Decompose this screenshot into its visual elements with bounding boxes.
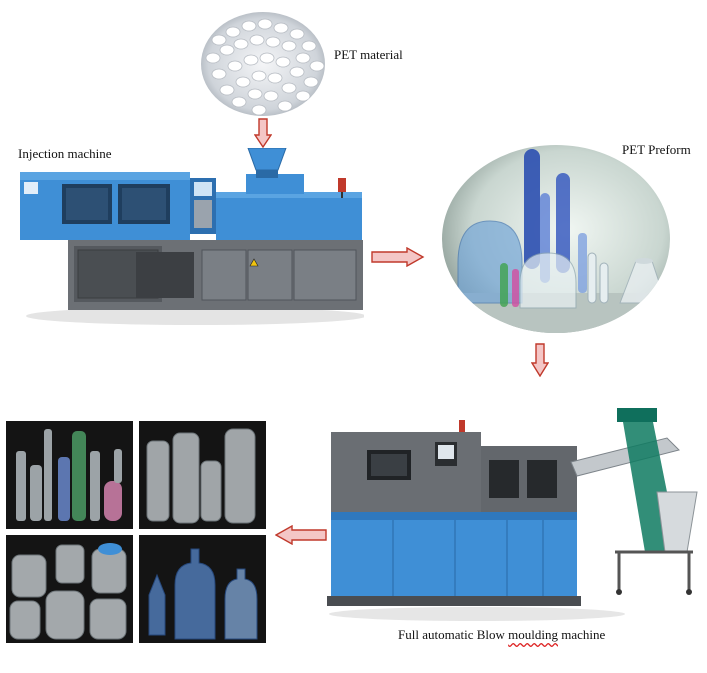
pet-preform-label: PET Preform [622, 142, 691, 157]
pet-material-image [199, 10, 327, 118]
bottles-photo-2 [139, 421, 266, 529]
bottles-photo-4 [139, 535, 266, 643]
injection-machine-image [16, 148, 364, 328]
arrow-right-icon [371, 247, 425, 267]
pet-preform-image [440, 143, 672, 335]
bottles-photo-3 [6, 535, 133, 643]
arrow-down-icon [531, 343, 549, 377]
arrow-left-icon [275, 525, 327, 545]
injection-machine-label: Injection machine [18, 146, 112, 161]
blow-label-prefix: Full automatic Blow [398, 627, 509, 642]
blow-label-underlined: moulding [508, 627, 558, 642]
blow-label-suffix: machine [557, 627, 606, 642]
blow-moulding-machine-label: Full automatic Blow moulding machine [398, 627, 605, 643]
pet-material-label: PET material [334, 47, 403, 62]
blow-moulding-machine-image [327, 402, 702, 622]
arrow-down-icon [254, 118, 272, 148]
bottles-photo-1 [6, 421, 133, 529]
